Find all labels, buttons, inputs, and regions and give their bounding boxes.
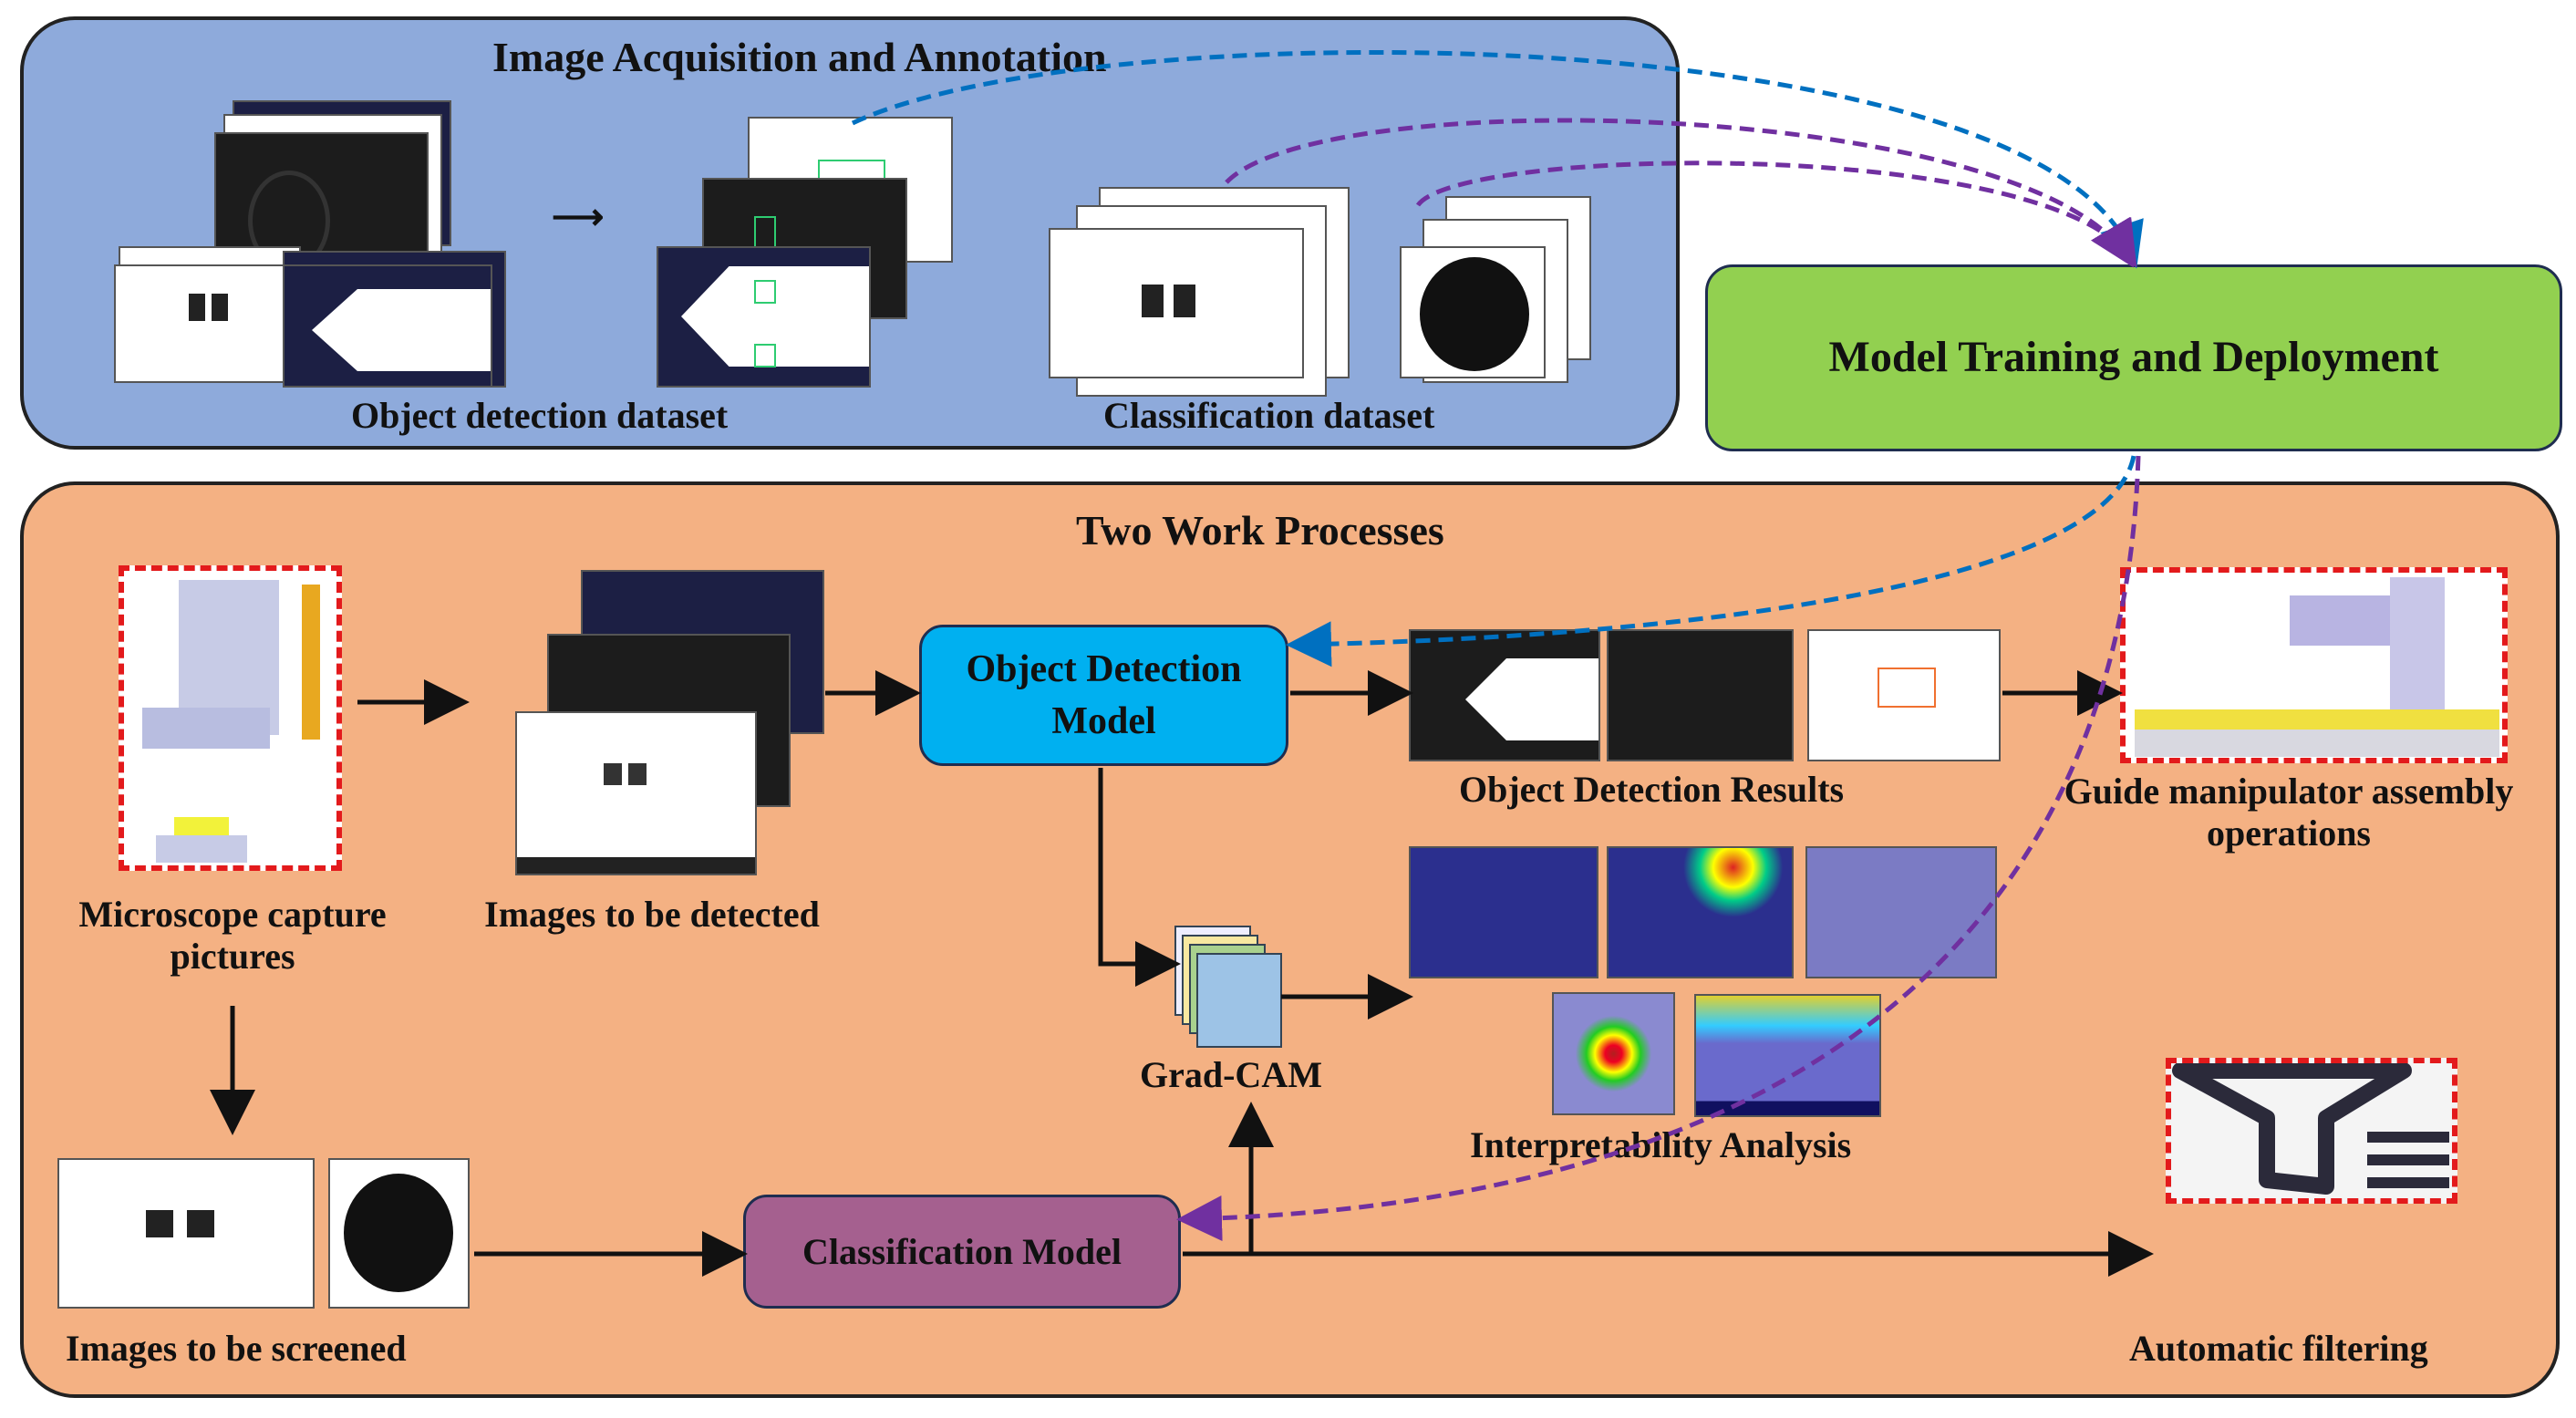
dark-square <box>212 294 228 321</box>
gradcam-heatmap <box>1409 846 1598 978</box>
images-detected-label: Images to be detected <box>484 894 820 935</box>
screen-image <box>328 1158 470 1309</box>
classification-model-box[interactable]: Classification Model <box>743 1195 1181 1309</box>
gradcam-heatmap <box>1552 992 1675 1115</box>
arrow-right-label: ⟶ <box>552 196 605 237</box>
conveyor-base <box>2135 730 2499 757</box>
model-training-label: Model Training and Deployment <box>1828 333 2439 382</box>
dashed-cls2-to-training <box>1415 160 2137 268</box>
classification-image <box>1400 246 1546 378</box>
object-detection-dataset-label: Object detection dataset <box>351 395 729 436</box>
dark-square <box>187 1210 214 1237</box>
model-training-deployment-box[interactable]: Model Training and Deployment <box>1705 264 2562 451</box>
dark-disc <box>344 1174 453 1292</box>
dashed-training-to-od-model <box>1286 455 2136 668</box>
dispenser-rod <box>302 585 320 740</box>
detect-image <box>515 711 757 875</box>
gradcam-label: Grad-CAM <box>1140 1054 1322 1095</box>
images-screened-label: Images to be screened <box>66 1328 407 1369</box>
feature-map-layer <box>1196 953 1282 1048</box>
dark-square <box>189 294 205 321</box>
dark-square <box>146 1210 173 1237</box>
dark-square <box>604 763 622 785</box>
detection-box <box>1878 668 1936 708</box>
annotated-image <box>657 246 871 388</box>
screen-image <box>57 1158 315 1309</box>
annotation-box <box>754 344 776 367</box>
dark-square <box>1142 285 1164 317</box>
dataset-image <box>114 264 296 383</box>
microscope-capture-label: Microscope capture pictures <box>78 894 387 977</box>
dark-disc <box>1420 257 1529 371</box>
arrow-model-to-gradcam <box>1098 768 1181 987</box>
fixture-yellow <box>174 817 229 835</box>
automatic-filtering-label: Automatic filtering <box>2129 1328 2428 1369</box>
microscope-capture-image <box>119 565 342 871</box>
detection-result-image <box>1607 629 1794 761</box>
gradcam-heatmap <box>1607 846 1794 978</box>
annotation-box <box>754 280 776 304</box>
object-detection-model-box[interactable]: Object Detection Model <box>919 625 1288 766</box>
gradcam-heatmap <box>1694 994 1881 1117</box>
classification-image <box>1049 228 1304 378</box>
image-acquisition-title: Image Acquisition and Annotation <box>492 34 1107 80</box>
automatic-filtering-image <box>2166 1058 2457 1204</box>
dark-strip <box>517 857 755 874</box>
microscope-base <box>142 708 270 749</box>
dataset-image <box>283 264 492 388</box>
dark-square <box>1174 285 1195 317</box>
object-detection-results-label: Object Detection Results <box>1459 769 1845 810</box>
filter-icon <box>2172 1062 2449 1195</box>
two-work-processes-title: Two Work Processes <box>1076 507 1444 554</box>
classification-model-label: Classification Model <box>802 1230 1122 1272</box>
dashed-cls1-to-training <box>1225 118 2135 268</box>
guide-manipulator-label: Guide manipulator assembly operations <box>2064 771 2514 854</box>
gradcam-heatmap <box>1805 846 1997 978</box>
dashed-training-to-cls-model <box>1176 455 2141 1242</box>
classification-dataset-label: Classification dataset <box>1103 395 1435 436</box>
manipulator-column <box>2390 577 2445 714</box>
dashed-od-to-training <box>851 49 2144 269</box>
dark-square <box>628 763 647 785</box>
fixture-base <box>156 835 247 863</box>
manipulator-image <box>2120 567 2508 763</box>
interpretability-analysis-label: Interpretability Analysis <box>1470 1124 1852 1165</box>
detection-result-image <box>1807 629 2001 761</box>
object-detection-model-label: Object Detection Model <box>966 647 1242 742</box>
conveyor-yellow <box>2135 709 2499 730</box>
detection-result-image <box>1409 629 1600 761</box>
